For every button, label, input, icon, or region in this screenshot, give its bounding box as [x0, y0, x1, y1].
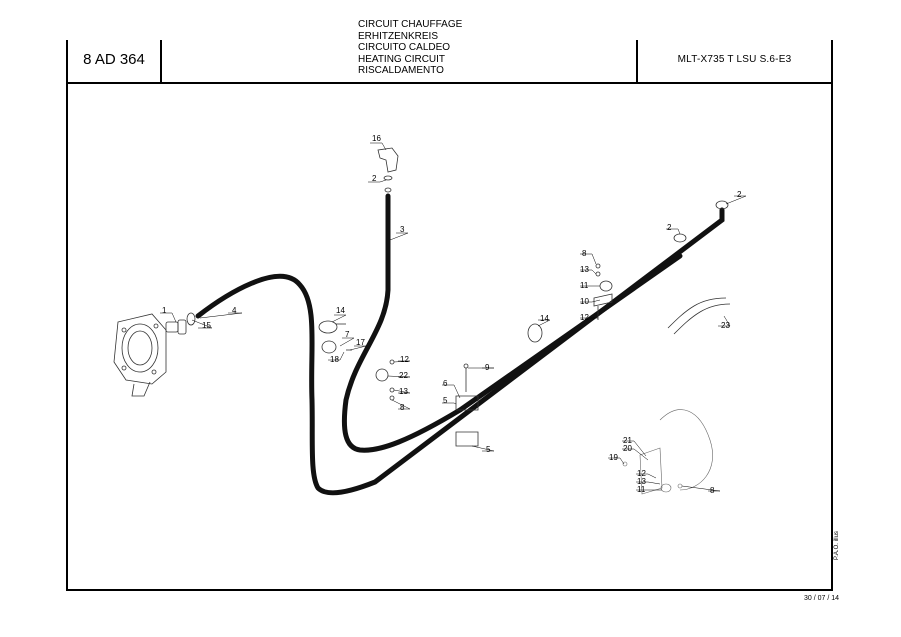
callout-4: 4 — [232, 306, 237, 315]
callout-1: 1 — [162, 306, 167, 315]
callout-22: 22 — [399, 371, 408, 380]
callout-15: 15 — [202, 321, 211, 330]
fitting-1-drawing — [165, 312, 196, 335]
reference-number: 8 AD 364 — [83, 51, 145, 68]
callout-9: 9 — [485, 363, 490, 372]
callout-8b: 8 — [582, 249, 587, 258]
title-fr: CIRCUIT CHAUFFAGE — [358, 19, 463, 30]
bracket-assembly-right — [622, 409, 713, 495]
drawing-date: 30 / 07 / 14 — [803, 595, 839, 602]
callout-2a: 2 — [372, 174, 377, 183]
clip-22-drawing — [375, 359, 395, 401]
reference-box: 8 AD 364 — [66, 40, 162, 83]
callout-10: 10 — [580, 297, 589, 306]
callout-21: 21 — [623, 436, 632, 445]
credit-label: P.A.O. illus — [834, 531, 840, 560]
callout-7: 7 — [345, 330, 350, 339]
callout-16: 16 — [372, 134, 381, 143]
elbow-16-drawing — [377, 147, 399, 193]
callout-6: 6 — [443, 379, 448, 388]
callout-17: 17 — [356, 338, 365, 347]
title-en: HEATING CIRCUIT — [358, 53, 446, 65]
callout-18: 18 — [330, 355, 339, 364]
callout-2c: 2 — [737, 190, 742, 199]
callout-5a: 5 — [443, 396, 448, 405]
callout-11a: 11 — [580, 281, 589, 290]
title-de: ERHITZENKREIS — [358, 30, 439, 42]
callout-12c: 12 — [637, 469, 646, 478]
bracket-10-drawing — [593, 263, 613, 320]
callout-8a: 8 — [400, 403, 405, 412]
hose-4 — [195, 207, 725, 496]
callout-13b: 13 — [580, 265, 589, 274]
callout-12b: 12 — [580, 313, 589, 322]
drawing-frame — [66, 82, 833, 591]
title-es: CIRCUITO CALDEO — [358, 42, 451, 54]
callout-2b: 2 — [667, 223, 672, 232]
heater-unit-drawing — [113, 313, 167, 397]
callout-13a: 13 — [399, 387, 408, 396]
title-block: CIRCUIT CHAUFFAGE ERHITZENKREIS CIRCUITO… — [358, 19, 462, 77]
callout-14a: 14 — [336, 306, 345, 315]
leader-lines — [160, 142, 747, 492]
clamp-block-drawing — [455, 363, 479, 447]
model-box: MLT-X735 T LSU S.6-E3 — [636, 40, 833, 83]
callout-labels: 1 15 4 16 2 3 14 7 17 18 12 22 13 8 9 6 … — [162, 134, 742, 495]
callout-8c: 8 — [710, 486, 715, 495]
callout-19: 19 — [609, 453, 618, 462]
sleeve-23-drawing — [667, 297, 731, 335]
callout-5b: 5 — [486, 445, 491, 454]
callout-20: 20 — [623, 444, 632, 453]
callout-14b: 14 — [540, 314, 549, 323]
callout-23: 23 — [721, 321, 730, 330]
hose-3 — [341, 193, 683, 453]
clamp-14-right-drawing — [527, 323, 543, 343]
callout-11b: 11 — [637, 485, 646, 494]
callout-13c: 13 — [637, 477, 646, 486]
callout-3: 3 — [400, 225, 405, 234]
callout-12a: 12 — [400, 355, 409, 364]
model-name: MLT-X735 T LSU S.6-E3 — [677, 54, 792, 65]
title-it: RISCALDAMENTO — [358, 65, 444, 77]
